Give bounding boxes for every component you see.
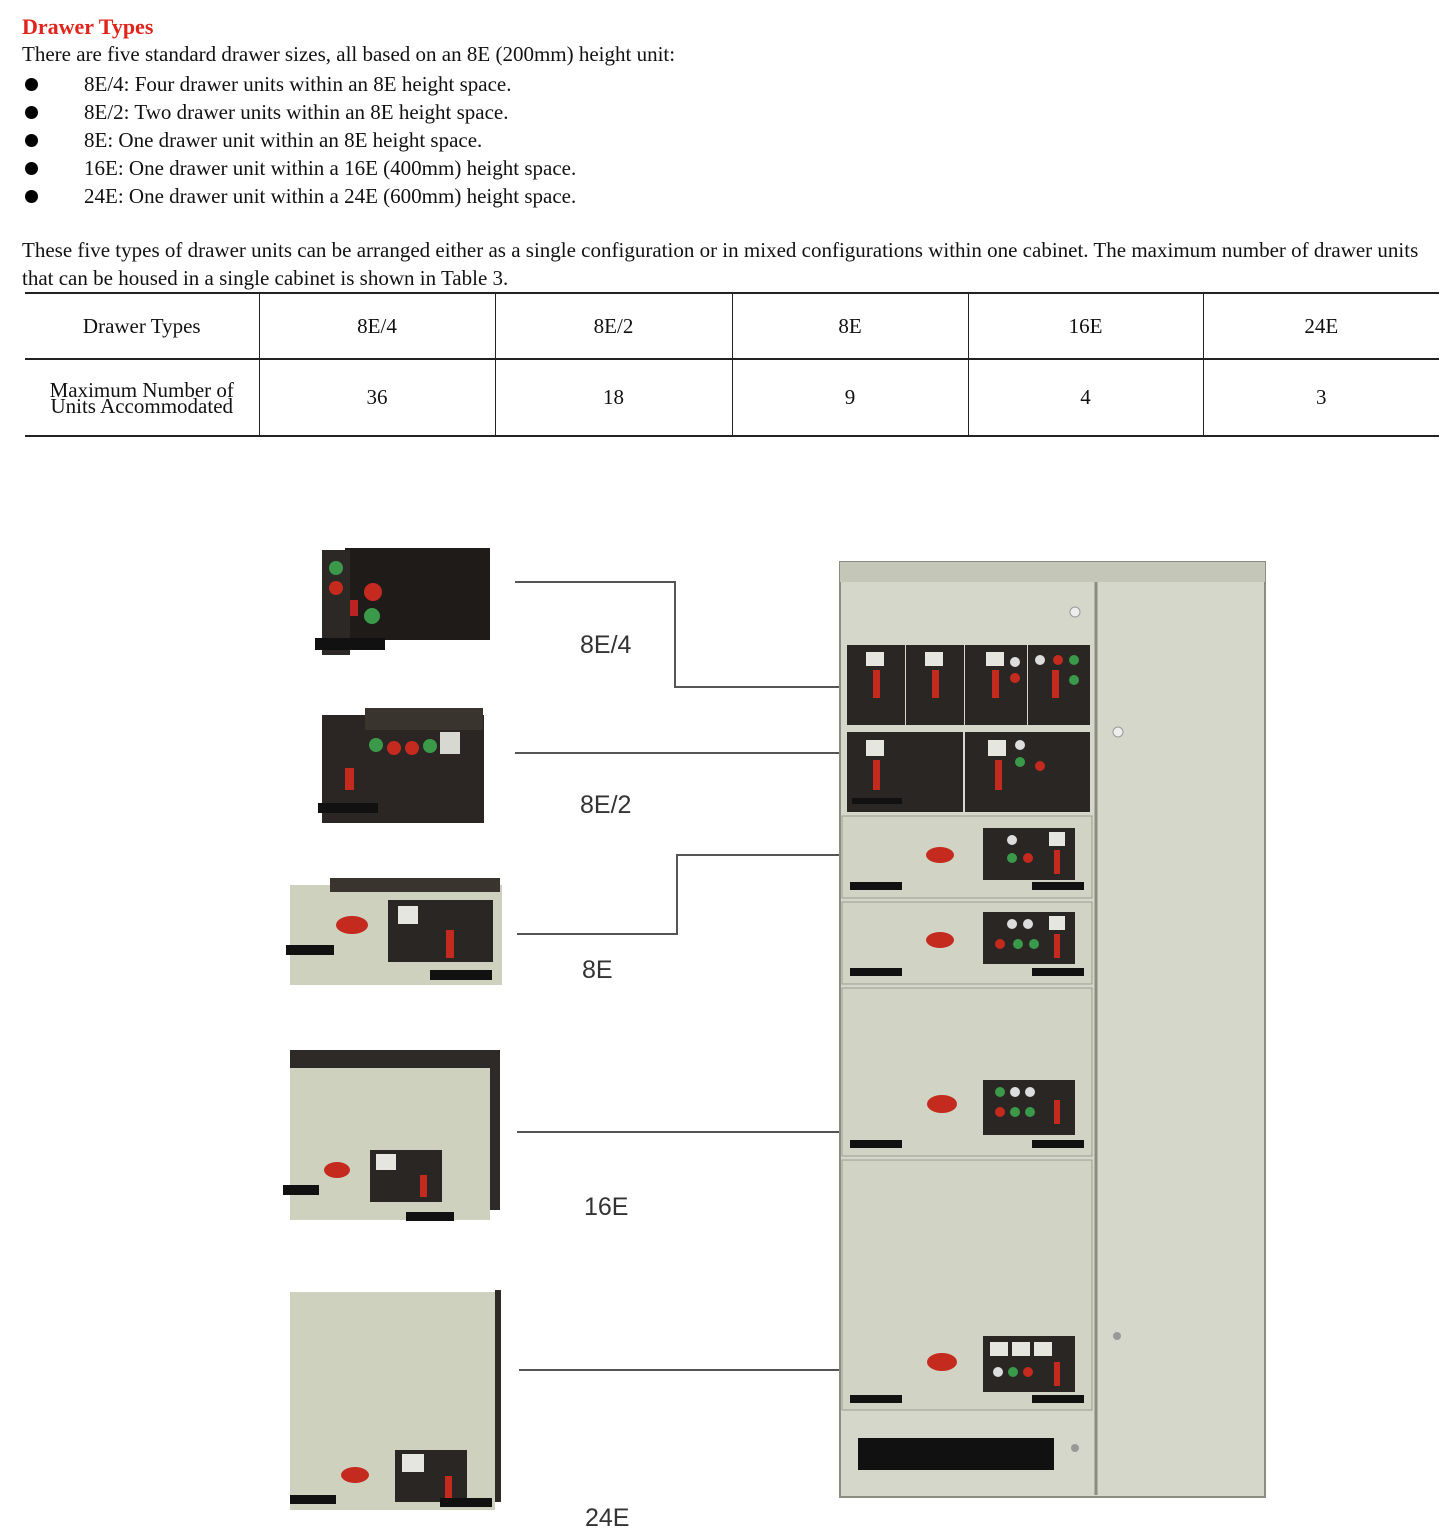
cabinet-vent-slot	[858, 1438, 1054, 1470]
configuration-paragraph: These five types of drawer units can be …	[22, 238, 1419, 290]
table-header-cell: 24E	[1202, 292, 1439, 360]
table-cell: 18	[494, 359, 732, 437]
cabinet-illustration	[839, 561, 1266, 1498]
drawer-photo-8e2	[318, 708, 484, 823]
table-header-cell: Drawer Types	[25, 292, 259, 360]
cabinet-row-8e2	[847, 732, 1090, 812]
section-heading: Drawer Types	[22, 14, 154, 39]
cabinet-row-8e-1	[841, 815, 1093, 899]
table-cell: 36	[258, 359, 495, 437]
list-item: 8E/2: Two drawer units within an 8E heig…	[22, 98, 576, 126]
bullet-icon	[25, 106, 38, 119]
figure-label-8e: 8E	[582, 956, 613, 984]
leader-lines	[515, 581, 842, 1371]
figure-label-16e: 16E	[584, 1193, 628, 1221]
table-cell: 9	[731, 359, 968, 437]
figure-label-24e: 24E	[585, 1504, 629, 1532]
cabinet-row-8e4	[847, 645, 1090, 725]
cabinet-row-8e-2	[841, 901, 1093, 985]
table-cell: 4	[967, 359, 1203, 437]
drawer-cabinet-figure: 8E/4 8E/2 8E 16E 24E	[283, 548, 1266, 1532]
drawer-photo-16e	[283, 1050, 500, 1221]
table-header-cell: 16E	[967, 292, 1203, 360]
list-item: 8E: One drawer unit within an 8E height …	[22, 126, 576, 154]
intro-text: There are five standard drawer sizes, al…	[22, 42, 676, 66]
list-item: 16E: One drawer unit within a 16E (400mm…	[22, 154, 576, 182]
drawer-photo-8e	[286, 878, 502, 985]
bullet-icon	[25, 162, 38, 175]
drawer-photo-8e4	[315, 548, 490, 655]
bullet-icon	[25, 190, 38, 203]
figure-label-8e2: 8E/2	[580, 791, 631, 819]
drawer-size-list: 8E/4: Four drawer units within an 8E hei…	[22, 70, 576, 210]
bullet-icon	[25, 78, 38, 91]
cabinet-row-24e	[841, 1159, 1093, 1411]
figure-label-8e4: 8E/4	[580, 631, 632, 659]
bullet-icon	[25, 134, 38, 147]
table-header-cell: 8E/2	[494, 292, 732, 360]
table-header-cell: 8E/4	[258, 292, 495, 360]
table-header-cell: 8E	[731, 292, 968, 360]
table-header-row: Drawer Types 8E/4 8E/2 8E 16E 24E	[25, 292, 1439, 360]
list-item: 8E/4: Four drawer units within an 8E hei…	[22, 70, 576, 98]
drawer-photo-24e	[290, 1290, 501, 1510]
cabinet-row-16e	[841, 987, 1093, 1157]
table-cell: 3	[1202, 359, 1439, 437]
drawer-capacity-table: Drawer Types 8E/4 8E/2 8E 16E 24E Maximu…	[25, 292, 1439, 437]
list-item: 24E: One drawer unit within a 24E (600mm…	[22, 182, 576, 210]
